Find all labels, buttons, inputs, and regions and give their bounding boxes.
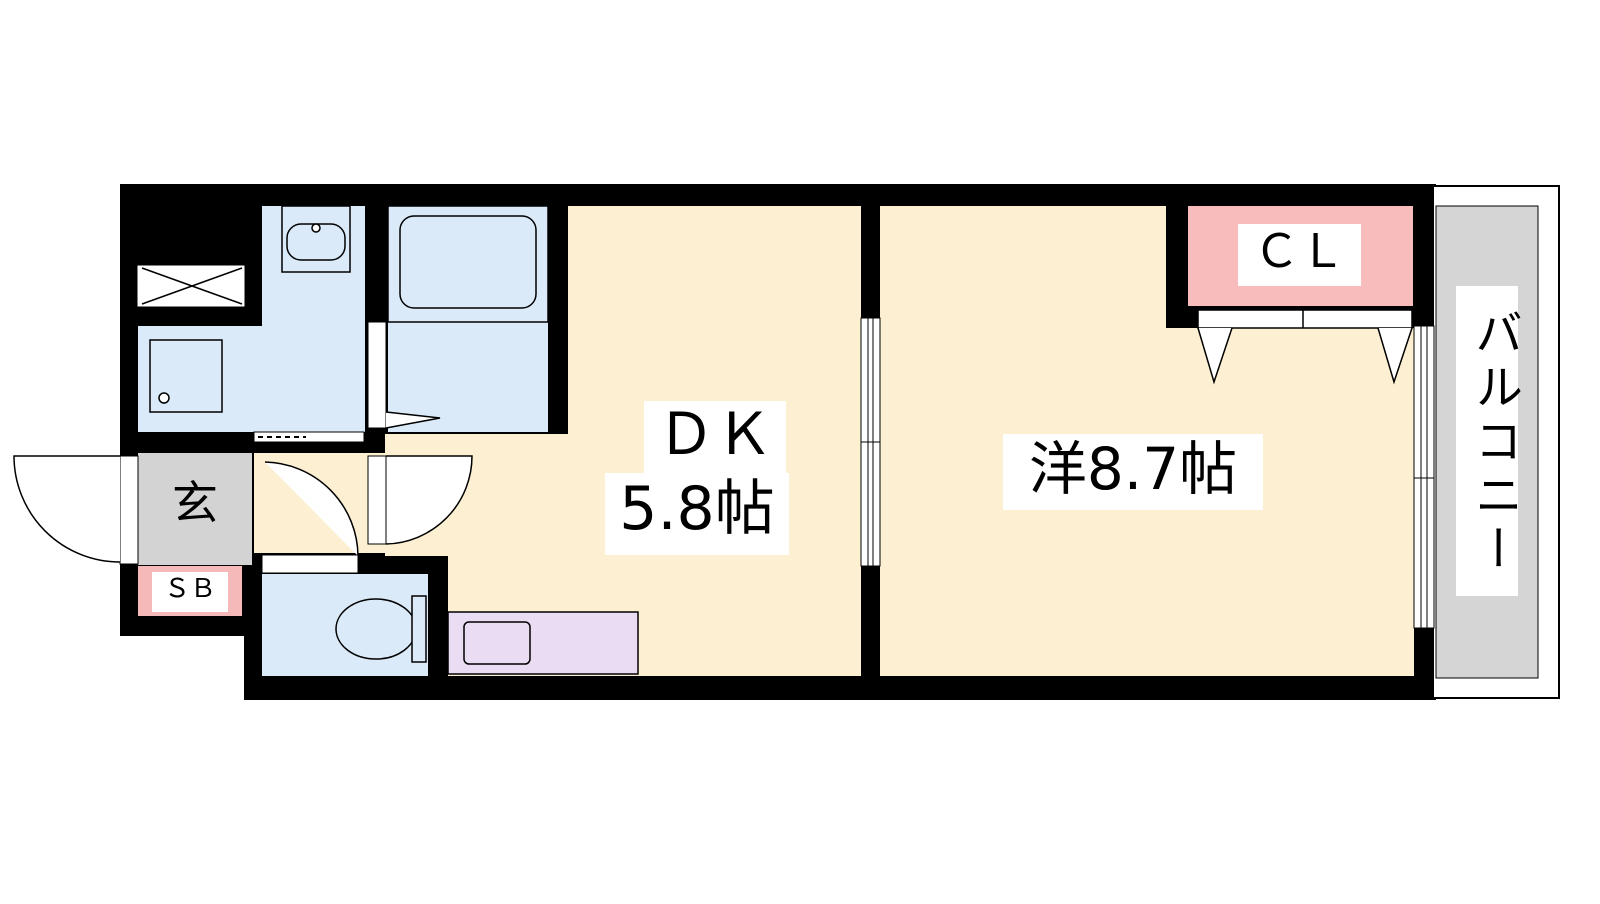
closet-label: ＣＬ [1238, 224, 1361, 286]
interior-doors [261, 455, 473, 574]
balcony-window [1413, 325, 1435, 629]
shoe-box-label: ＳＢ [152, 572, 228, 612]
washroom [137, 205, 365, 443]
kitchen-counter [447, 611, 639, 675]
balcony-label: バルコニー [1456, 286, 1522, 596]
entrance-label: 玄 [172, 476, 218, 530]
toilet-room [262, 574, 428, 676]
dk-room-size: 5.8帖 [605, 473, 789, 555]
closet [1188, 206, 1413, 385]
western-room-label: 洋8.7帖 [1003, 434, 1263, 510]
bathroom [367, 205, 549, 432]
dk-room-name: ＤＫ [644, 401, 786, 477]
sliding-doors [860, 317, 881, 567]
